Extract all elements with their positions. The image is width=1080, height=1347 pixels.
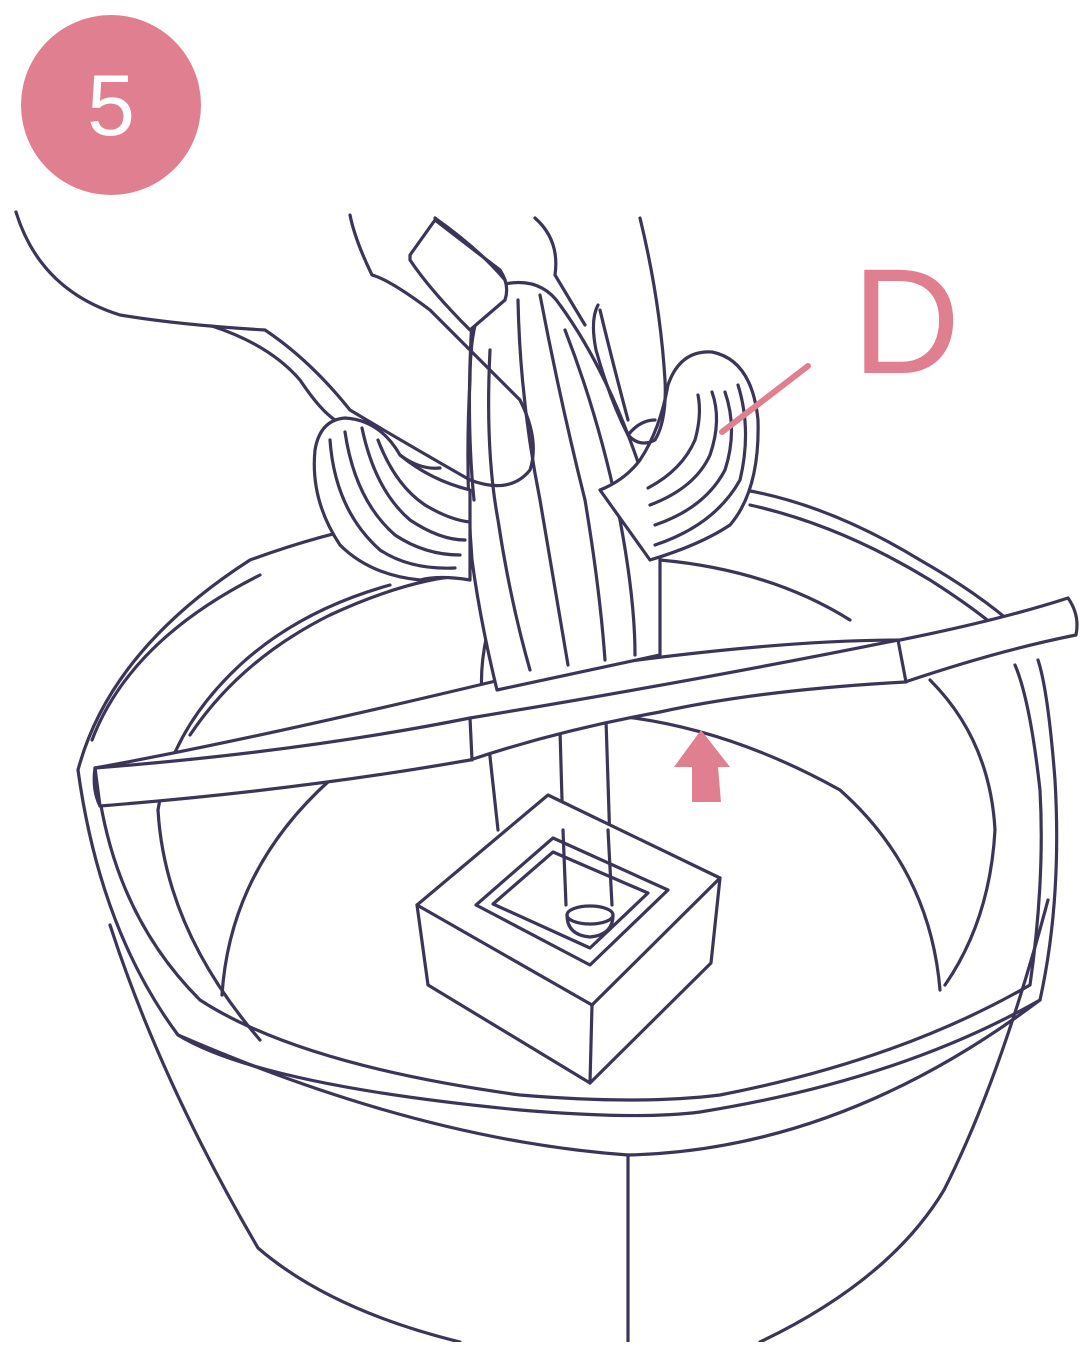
hand <box>14 210 667 488</box>
arrow-up-icon <box>674 730 730 802</box>
cactus <box>312 280 760 692</box>
base-block <box>415 793 722 1085</box>
callout-leader-line <box>719 363 811 435</box>
step-badge: 5 <box>21 15 201 195</box>
pot-body <box>108 898 1050 1344</box>
part-label: D <box>852 237 961 405</box>
step-number: 5 <box>87 58 135 154</box>
